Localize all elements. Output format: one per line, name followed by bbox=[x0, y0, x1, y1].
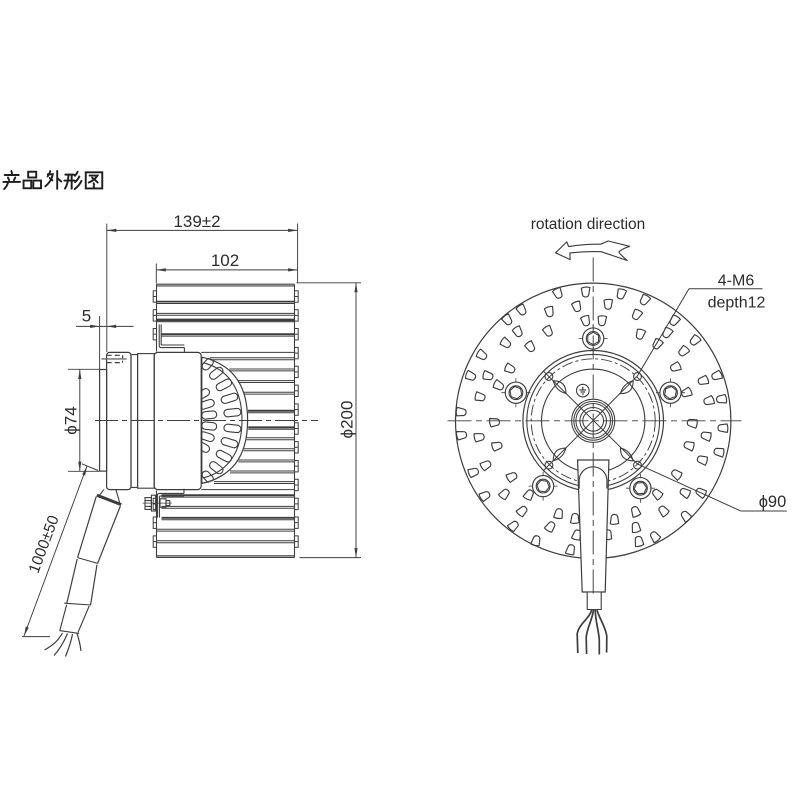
svg-text:4-M6: 4-M6 bbox=[718, 273, 755, 290]
svg-text:rotation direction: rotation direction bbox=[531, 216, 646, 233]
svg-text:ϕ200: ϕ200 bbox=[338, 401, 357, 439]
svg-text:139±2: 139±2 bbox=[173, 212, 220, 231]
svg-text:depth12: depth12 bbox=[708, 295, 766, 312]
svg-text:5: 5 bbox=[82, 307, 91, 326]
svg-text:ϕ90: ϕ90 bbox=[759, 493, 787, 511]
svg-text:102: 102 bbox=[211, 251, 239, 270]
svg-text:ϕ74: ϕ74 bbox=[62, 406, 81, 434]
